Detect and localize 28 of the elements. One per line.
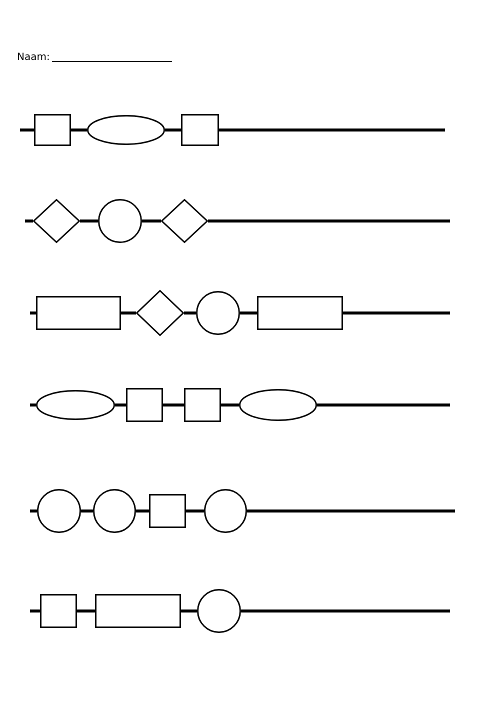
string-line [186,510,204,512]
string-line [30,610,40,612]
string-line [20,128,34,132]
string-line [136,510,149,512]
string-line [142,220,161,222]
string-line [317,404,450,406]
string-line [81,510,93,512]
string-line [241,610,450,612]
string-line [115,404,126,406]
string-line [80,220,98,222]
string-line [165,128,181,132]
string-line [25,220,33,222]
string-line [30,312,36,314]
string-line [71,128,87,132]
string-line [77,610,95,612]
string-line [181,610,197,612]
string-line [221,404,239,406]
string-line [30,510,37,512]
string-line [121,312,136,314]
string-line [247,510,455,512]
string-line [184,312,196,314]
name-label: Naam: [17,52,50,63]
string-line [240,312,257,314]
string-line [30,404,36,406]
string-line [219,128,445,132]
string-line [163,404,184,406]
string-line [343,312,450,314]
string-line [208,220,450,222]
